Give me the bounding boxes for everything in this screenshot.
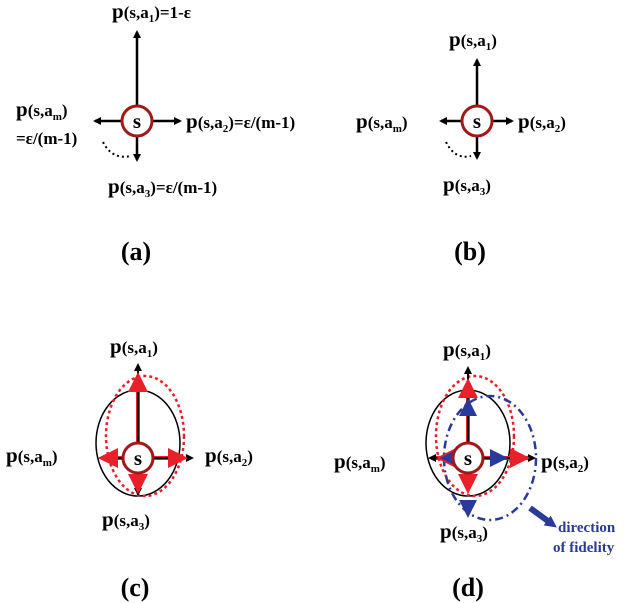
annotation-line2: of fidelity: [553, 540, 615, 556]
blue-triangle-up: [459, 398, 477, 416]
dotted-arc: [445, 141, 472, 158]
red-triangle-down: [128, 474, 148, 494]
panel-label: (d): [452, 573, 484, 602]
panel-b: s p(s,a1) p(s,a2) p(s,a3) p(s,am) (b): [356, 27, 566, 266]
panel-c: s p(s,a1) p(s,a2) p(s,a3) p(s,am) (c): [6, 334, 253, 602]
label-right: p(s,a2): [518, 109, 566, 135]
label-right: p(s,a2): [541, 449, 589, 475]
red-triangle-right: [510, 448, 530, 468]
label-up: p(s,a1): [443, 337, 491, 363]
panel-label: (a): [121, 237, 151, 266]
state-circle: [120, 104, 154, 138]
red-triangle-left: [98, 448, 118, 468]
label-left: p(s,am): [334, 449, 386, 475]
panel-d: s p(s,a1) p(s,a2) p(s,a3) p(s,am) direct…: [334, 337, 616, 602]
state-label: s: [133, 109, 141, 133]
label-left: p(s,am): [6, 443, 58, 469]
label-down: p(s,a3): [440, 519, 488, 545]
annotation-line1: direction: [558, 520, 616, 536]
red-triangle-right: [168, 448, 188, 468]
blue-triangle-down: [459, 500, 477, 518]
panel-label: (c): [121, 573, 150, 602]
state-label: s: [134, 446, 142, 470]
label-down: p(s,a3)=ε/(m-1): [108, 174, 217, 200]
fidelity-arrow: [528, 505, 557, 528]
state-circle: [451, 441, 485, 475]
state-label: s: [473, 109, 481, 133]
red-dotted-ellipse: [104, 374, 186, 498]
label-left: p(s,am): [356, 109, 408, 135]
dotted-arc: [102, 141, 132, 158]
state-circle: [121, 441, 155, 475]
state-label: s: [464, 446, 472, 470]
red-triangle-up: [128, 372, 148, 392]
red-dotted-ellipse: [434, 374, 516, 498]
red-triangle-down: [458, 474, 478, 494]
panel-a: s p(s,a1)=1-ε p(s,a2)=ε/(m-1) p(s,a3)=ε/…: [16, 0, 295, 266]
red-triangle-up: [458, 378, 478, 398]
blue-triangle-right: [490, 449, 508, 467]
panel-label: (b): [454, 237, 486, 266]
label-down: p(s,a3): [102, 507, 150, 533]
label-left: p(s,am): [16, 97, 68, 123]
label-down: p(s,a3): [443, 172, 491, 198]
label-right: p(s,a2)=ε/(m-1): [186, 109, 295, 135]
label-right: p(s,a2): [205, 443, 253, 469]
label-left-line2: =ε/(m-1): [16, 129, 77, 148]
state-circle: [460, 104, 494, 138]
blue-dashdot-ellipse: [442, 394, 538, 522]
label-up: p(s,a1): [110, 334, 158, 360]
label-up: p(s,a1)=1-ε: [112, 0, 191, 25]
label-up: p(s,a1): [449, 27, 497, 53]
